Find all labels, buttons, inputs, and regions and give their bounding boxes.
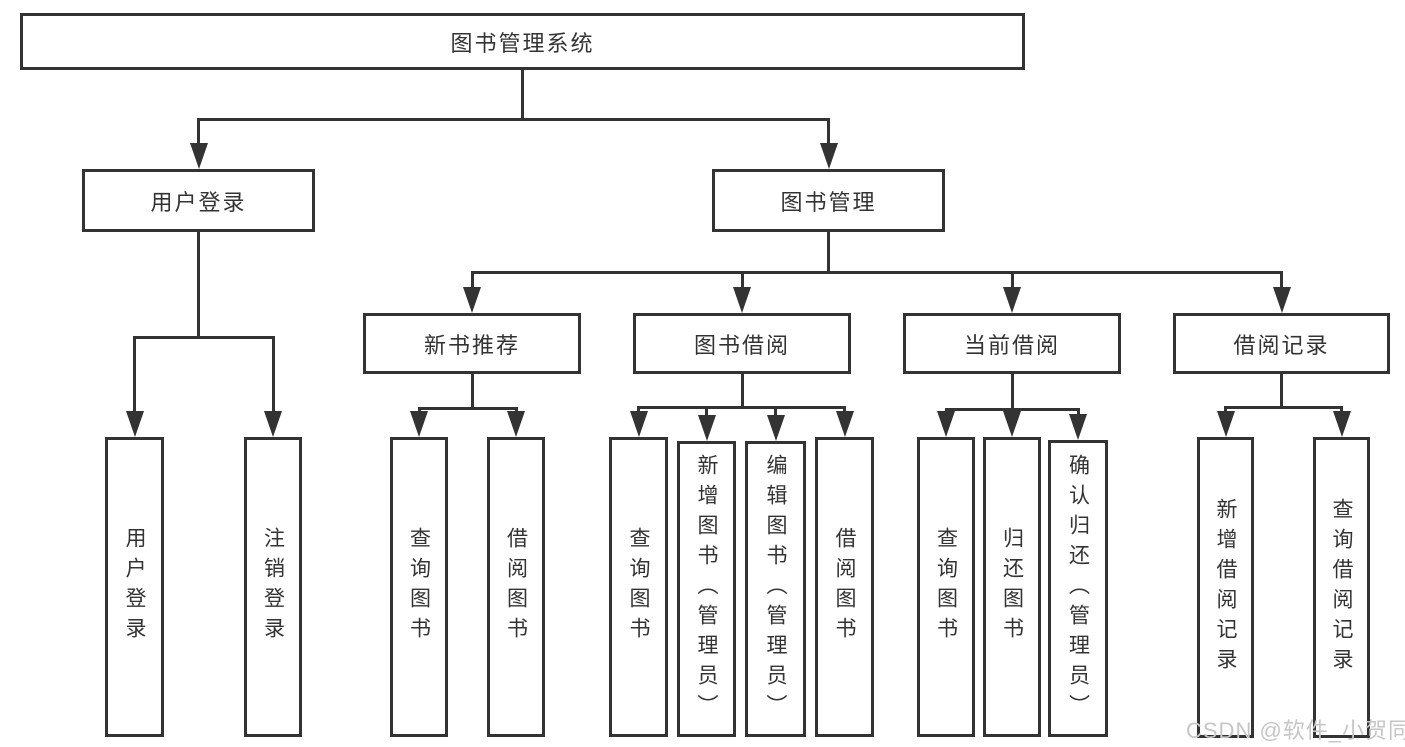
node-new-book-recommend: 新书推荐 [363, 313, 581, 374]
arrow-down-icon [189, 143, 208, 169]
connector-line [133, 335, 136, 413]
connector-line [417, 406, 421, 413]
node-current-borrow-label: 当前借阅 [963, 332, 1060, 358]
node-library-system: 图书管理系统 [20, 13, 1025, 70]
connector-line [1280, 270, 1283, 289]
arrow-down-icon [766, 415, 785, 441]
connector-line [944, 407, 948, 413]
node-leaf-query-books-borrow-label: 查询图书 [627, 527, 650, 647]
node-leaf-query-books-borrow: 查询图书 [609, 437, 668, 737]
csdn-watermark: CSDN @软件_小贺同学 [1186, 718, 1405, 743]
connector-line [1010, 374, 1014, 411]
node-leaf-add-book-admin-label: 新增图书（管理员） [695, 454, 718, 724]
connector-line [637, 405, 846, 409]
node-leaf-user-login: 用户登录 [105, 437, 164, 737]
arrow-down-icon [697, 415, 716, 441]
arrow-down-icon [410, 411, 428, 437]
node-user-login-label: 用户登录 [150, 189, 247, 215]
node-leaf-add-borrow-record: 新增借阅记录 [1197, 437, 1254, 738]
node-leaf-confirm-return-admin-label: 确认归还（管理员） [1066, 453, 1090, 724]
node-leaf-query-borrow-record-label: 查询借阅记录 [1330, 497, 1353, 678]
connector-line [705, 405, 708, 417]
connector-line [197, 117, 200, 145]
connector-line [514, 406, 518, 413]
connector-line [637, 405, 640, 413]
node-borrow-records: 借阅记录 [1173, 313, 1390, 374]
node-leaf-user-login-label: 用户登录 [123, 527, 146, 647]
connector-line [1076, 407, 1080, 416]
arrow-down-icon [507, 411, 525, 437]
arrow-down-icon [1003, 287, 1021, 313]
connector-line [470, 270, 1283, 274]
node-leaf-return-books-label: 归还图书 [1000, 527, 1024, 647]
connector-line [843, 405, 846, 413]
node-leaf-logout-label: 注销登录 [261, 527, 285, 647]
node-leaf-query-borrow-record: 查询借阅记录 [1313, 437, 1370, 738]
node-leaf-add-borrow-record-label: 新增借阅记录 [1214, 497, 1237, 678]
node-leaf-borrow-books-recommend: 借阅图书 [487, 437, 545, 737]
connector-line [197, 232, 200, 339]
connector-line [1340, 405, 1343, 413]
connector-line [417, 406, 518, 410]
node-new-book-recommend-label: 新书推荐 [423, 332, 520, 358]
node-user-login: 用户登录 [82, 169, 315, 232]
node-book-management: 图书管理 [712, 169, 945, 232]
arrow-down-icon [1272, 287, 1291, 313]
node-leaf-query-books-recommend-label: 查询图书 [407, 527, 431, 647]
connector-line [827, 117, 830, 145]
node-leaf-edit-book-admin: 编辑图书（管理员） [745, 441, 806, 737]
node-current-borrow: 当前借阅 [903, 313, 1121, 374]
connector-line [774, 405, 777, 417]
arrow-down-icon [819, 143, 838, 169]
arrow-down-icon [1003, 411, 1021, 437]
node-book-borrow: 图书借阅 [633, 313, 851, 374]
node-library-system-label: 图书管理系统 [450, 30, 595, 56]
arrow-down-icon [125, 411, 144, 437]
connector-line [1224, 405, 1227, 413]
connector-line [1010, 270, 1014, 289]
arrow-down-icon [835, 411, 854, 437]
arrow-down-icon [264, 411, 282, 437]
arrow-down-icon [937, 411, 955, 437]
node-leaf-query-books-current: 查询图书 [917, 437, 975, 737]
node-borrow-records-label: 借阅记录 [1233, 332, 1330, 358]
arrow-down-icon [1332, 411, 1351, 437]
node-book-management-label: 图书管理 [780, 189, 877, 215]
arrow-down-icon [733, 287, 751, 313]
node-leaf-query-books-recommend: 查询图书 [390, 437, 448, 737]
node-leaf-logout: 注销登录 [244, 437, 302, 737]
node-leaf-edit-book-admin-label: 编辑图书（管理员） [764, 454, 787, 724]
node-leaf-borrow-books-recommend-label: 借阅图书 [504, 527, 528, 647]
connector-line [470, 374, 474, 410]
arrow-down-icon [1069, 414, 1087, 440]
node-leaf-borrow-books-borrow: 借阅图书 [815, 437, 874, 737]
arrow-down-icon [629, 411, 648, 437]
node-book-borrow-label: 图书借阅 [693, 332, 790, 358]
connector-line [1010, 407, 1014, 413]
connector-line [521, 70, 524, 121]
node-leaf-add-book-admin: 新增图书（管理员） [677, 441, 736, 737]
connector-line [740, 374, 744, 409]
connector-line [1224, 405, 1343, 409]
node-leaf-borrow-books-borrow-label: 借阅图书 [833, 527, 856, 647]
connector-line [1280, 374, 1283, 409]
node-leaf-query-books-current-label: 查询图书 [934, 527, 958, 647]
connector-line [827, 232, 830, 274]
connector-line [740, 270, 744, 289]
arrow-down-icon [1216, 411, 1235, 437]
node-leaf-confirm-return-admin: 确认归还（管理员） [1048, 440, 1108, 737]
connector-line [133, 335, 275, 339]
connector-line [197, 117, 830, 121]
arrow-down-icon [463, 287, 481, 313]
node-leaf-return-books: 归还图书 [983, 437, 1041, 737]
connector-line [271, 335, 275, 413]
connector-line [470, 270, 474, 289]
